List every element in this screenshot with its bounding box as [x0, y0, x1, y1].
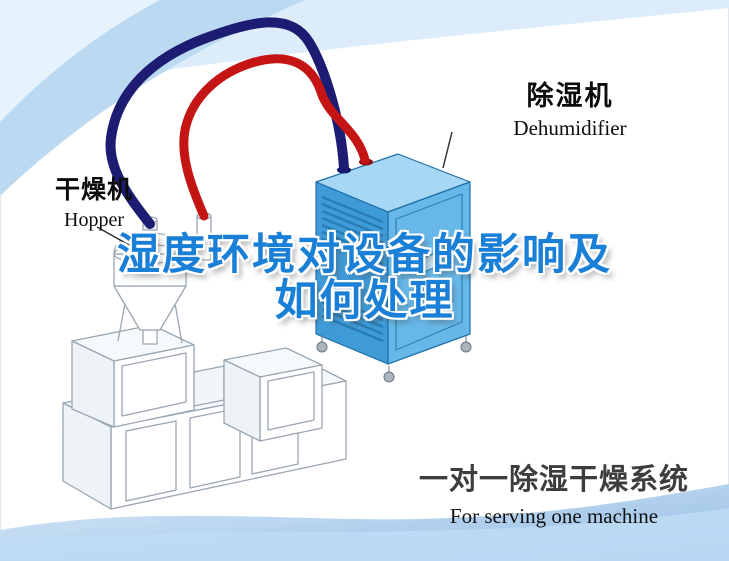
pipe-red — [179, 54, 370, 221]
dehumidifier-label-cn: 除湿机 — [526, 81, 614, 111]
background-wave-top — [0, 0, 729, 196]
page-title-line1: 湿度环境对设备的影响及 — [117, 231, 612, 279]
hopper-label-en: Hopper — [64, 209, 124, 231]
hopper-callout: 干燥机 Hopper — [44, 170, 144, 232]
dehumidifier-callout: 除湿机 Dehumidifier — [500, 74, 640, 141]
leader-line-dehumidifier — [442, 131, 453, 169]
page-title-line2: 如何处理 — [274, 277, 455, 326]
page-title: 湿度环境对设备的影响及 如何处理 — [0, 232, 729, 325]
background-wave-bottom — [0, 484, 729, 561]
system-caption: 一对一除湿干燥系统 For serving one machine — [419, 456, 689, 529]
extruder-machine-illustration — [62, 212, 347, 510]
hopper-label-cn: 干燥机 — [54, 176, 133, 204]
system-caption-cn: 一对一除湿干燥系统 — [418, 464, 689, 496]
leader-line-hopper — [96, 226, 137, 250]
system-caption-en: For serving one machine — [449, 504, 659, 528]
pipe-navy — [105, 17, 349, 229]
dehumidifier-label-en: Dehumidifier — [513, 116, 627, 140]
dehumidifier-illustration — [315, 153, 472, 383]
hopper-illustration — [113, 212, 212, 345]
